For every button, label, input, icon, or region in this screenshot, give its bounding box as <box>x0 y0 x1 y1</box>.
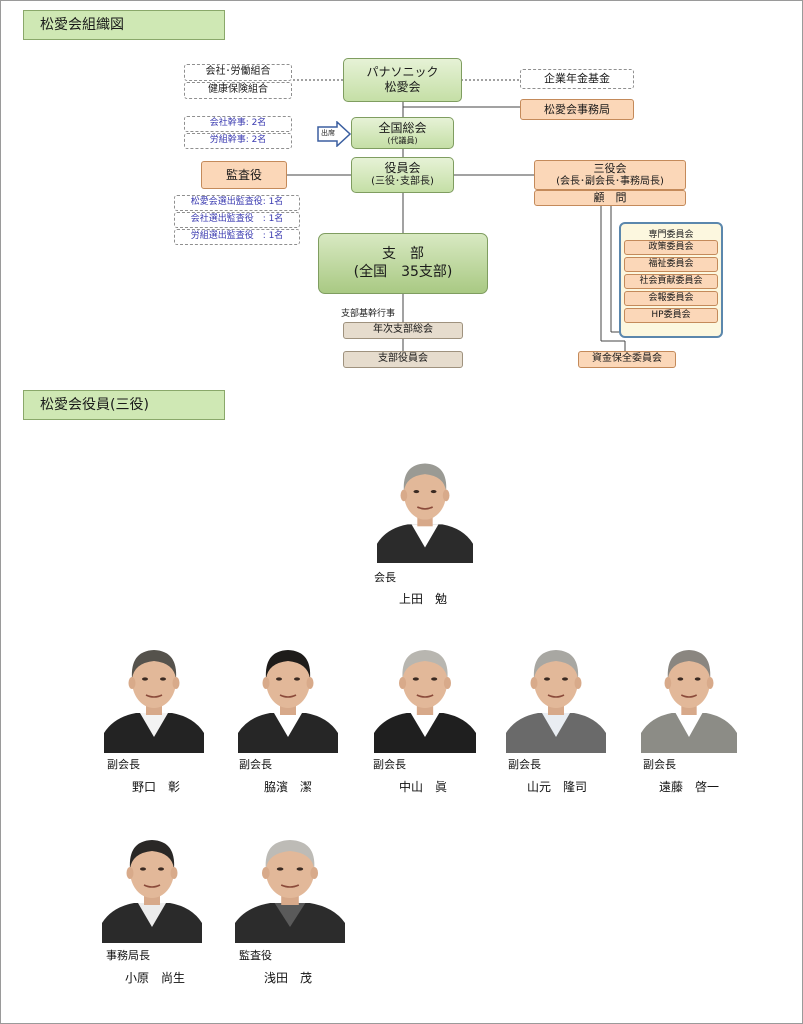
office-box: 松愛会事務局 <box>520 99 634 120</box>
officer-role: 監査役 <box>239 949 272 962</box>
pension-fund-box: 企業年金基金 <box>520 69 634 89</box>
committee-item: 社会貢献委員会 <box>624 274 718 289</box>
general-meeting-box: 全国総会 (代議員) <box>351 117 454 149</box>
org-chart-heading: 松愛会組織図 <box>23 10 225 40</box>
auditor-box: 監査役 <box>201 161 287 189</box>
company-union-box: 会社･労働組合 <box>184 64 292 81</box>
officer-name: 小原 尚生 <box>125 971 186 985</box>
attend-arrow-icon: 出席 <box>317 120 352 148</box>
main-name-line1: パナソニック <box>366 65 439 79</box>
panasonic-shoaikai-box: パナソニック 松愛会 <box>343 58 462 102</box>
officer-name: 中山 眞 <box>399 780 448 794</box>
officer-portrait <box>235 827 345 943</box>
branch-sub: (全国 35支部) <box>353 263 453 280</box>
committee-group: 専門委員会 政策委員会福祉委員会社会貢献委員会会報委員会 HP委員会 <box>619 222 723 338</box>
board-box: 役員会 (三役･支部長) <box>351 157 454 193</box>
health-insurance-box: 健康保険組合 <box>184 82 292 99</box>
officer-role: 副会長 <box>373 758 406 771</box>
branch-label: 支 部 <box>382 246 424 262</box>
officer-name: 上田 勉 <box>399 592 448 606</box>
main-name-line2: 松愛会 <box>384 80 421 94</box>
branch-annual-box: 年次支部総会 <box>343 322 463 339</box>
officer-name: 遠藤 啓一 <box>659 780 720 794</box>
executives-box: 三役会 (会長･副会長･事務局長) <box>534 160 686 190</box>
branch-box: 支 部 (全国 35支部) <box>318 233 488 294</box>
branch-event-label: 支部基幹行事 <box>341 309 396 319</box>
committee-item: 福祉委員会 <box>624 257 718 272</box>
committee-title: 専門委員会 <box>648 230 694 240</box>
committee-item: HP委員会 <box>624 308 718 323</box>
officer-role: 会長 <box>374 571 396 584</box>
company-secretary-box: 会社幹事: 2名 <box>184 116 292 132</box>
general-meeting-label: 全国総会 <box>378 120 427 135</box>
general-meeting-sub: (代議員) <box>387 135 418 145</box>
auditor-shoaikai: 松愛会選出監査役: 1名 <box>174 195 300 211</box>
officers-heading: 松愛会役員(三役) <box>23 390 225 420</box>
officer-name: 脇濱 潔 <box>264 780 313 794</box>
officer-portrait <box>238 637 338 753</box>
committee-item: 会報委員会 <box>624 291 718 306</box>
fund-committee-box: 資金保全委員会 <box>578 351 676 368</box>
officer-portrait <box>374 637 476 753</box>
officer-portrait <box>104 637 204 753</box>
auditor-company: 会社選出監査役 : 1名 <box>174 212 300 228</box>
officer-role: 副会長 <box>107 758 140 771</box>
officer-portrait <box>102 827 202 943</box>
officer-role: 事務局長 <box>106 949 150 962</box>
committee-item: 政策委員会 <box>624 240 718 255</box>
officer-portrait <box>641 637 737 753</box>
officer-role: 副会長 <box>508 758 541 771</box>
officer-name: 野口 彰 <box>132 780 181 794</box>
executives-label: 三役会 <box>593 161 627 175</box>
officer-portrait <box>506 637 606 753</box>
officer-name: 浅田 茂 <box>264 971 313 985</box>
advisor-box: 顧 問 <box>534 190 686 206</box>
officer-role: 副会長 <box>643 758 676 771</box>
officer-portrait <box>377 451 473 563</box>
board-label: 役員会 <box>384 161 421 176</box>
union-secretary-box: 労組幹事: 2名 <box>184 133 292 149</box>
board-sub: (三役･支部長) <box>371 176 434 188</box>
officer-role: 副会長 <box>239 758 272 771</box>
executives-sub: (会長･副会長･事務局長) <box>556 175 664 187</box>
branch-officers-box: 支部役員会 <box>343 351 463 368</box>
officer-name: 山元 隆司 <box>527 780 588 794</box>
attend-label: 出席 <box>321 129 335 137</box>
auditor-union: 労組選出監査役 : 1名 <box>174 229 300 245</box>
